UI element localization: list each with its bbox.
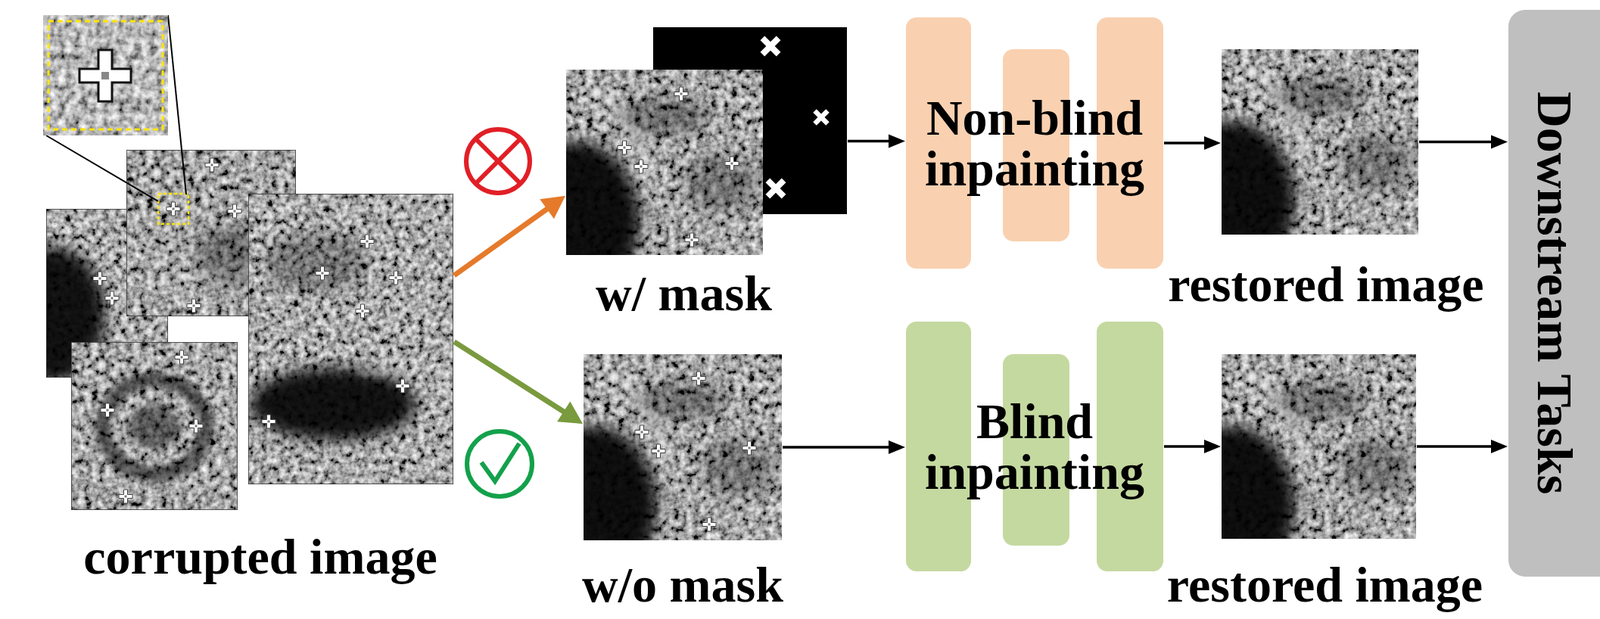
arrow-shaft <box>782 445 891 449</box>
block-label: Blind inpainting <box>908 395 1162 499</box>
arrow-shaft <box>454 342 565 413</box>
flow-arrow <box>1164 439 1221 454</box>
image-caption: restored image <box>1167 560 1483 611</box>
ultrasound-image <box>71 342 238 511</box>
arrowhead <box>557 401 583 424</box>
flow-arrow <box>782 440 906 455</box>
flow-arrow <box>847 134 906 149</box>
restored-ultrasound <box>1166 354 1420 586</box>
output-image: restored image <box>1221 354 1417 539</box>
check-symbol <box>466 431 533 497</box>
image-caption: w/ mask <box>595 268 772 319</box>
ultrasound-image <box>248 193 454 485</box>
flow-arrow <box>1164 136 1221 150</box>
image-caption: corrupted image <box>83 532 437 583</box>
input-image: w/o mask <box>583 354 782 541</box>
panel-label: Downstream Tasks <box>1529 91 1580 495</box>
text-wrap: Non-blind inpainting <box>905 17 1164 269</box>
zoom-leader <box>46 135 159 202</box>
arrow-shaft <box>1419 140 1493 144</box>
flow-arrow <box>1419 135 1508 150</box>
ultrasound-image <box>510 69 765 301</box>
orange-arrow <box>454 196 566 276</box>
network-block: Non-blind inpainting <box>905 17 1164 269</box>
green-arrow <box>454 342 583 424</box>
arrowhead <box>1491 135 1508 150</box>
arrowhead <box>1491 439 1508 454</box>
arrow-shaft <box>1164 445 1206 449</box>
network-block: Blind inpainting <box>905 321 1164 572</box>
image-caption: w/o mask <box>582 560 784 611</box>
cross-symbol <box>466 129 530 193</box>
arrow-shaft <box>1416 445 1493 449</box>
arrowhead <box>888 134 906 149</box>
output-image: restored image <box>1221 49 1419 235</box>
arrowhead <box>1204 439 1221 454</box>
masked-input: w/ mask <box>566 27 847 256</box>
arrowhead <box>1204 136 1221 150</box>
arrow-shaft <box>847 140 891 144</box>
ultrasound-image <box>528 354 782 586</box>
zoom-inset <box>43 15 169 136</box>
image-stack: corrupted image <box>43 15 454 511</box>
text-wrap: Blind inpainting <box>905 321 1164 572</box>
block-label: Non-blind inpainting <box>908 92 1162 195</box>
arrowhead <box>888 440 906 455</box>
zoom-leader <box>168 15 187 195</box>
arrow-shaft <box>454 208 548 276</box>
arrow-shaft <box>1164 141 1206 145</box>
task-panel: Downstream Tasks <box>1508 9 1600 577</box>
flow-arrow <box>1416 439 1508 454</box>
arrowhead <box>539 196 566 219</box>
image-caption: restored image <box>1167 259 1484 310</box>
restored-ultrasound <box>1166 49 1420 281</box>
